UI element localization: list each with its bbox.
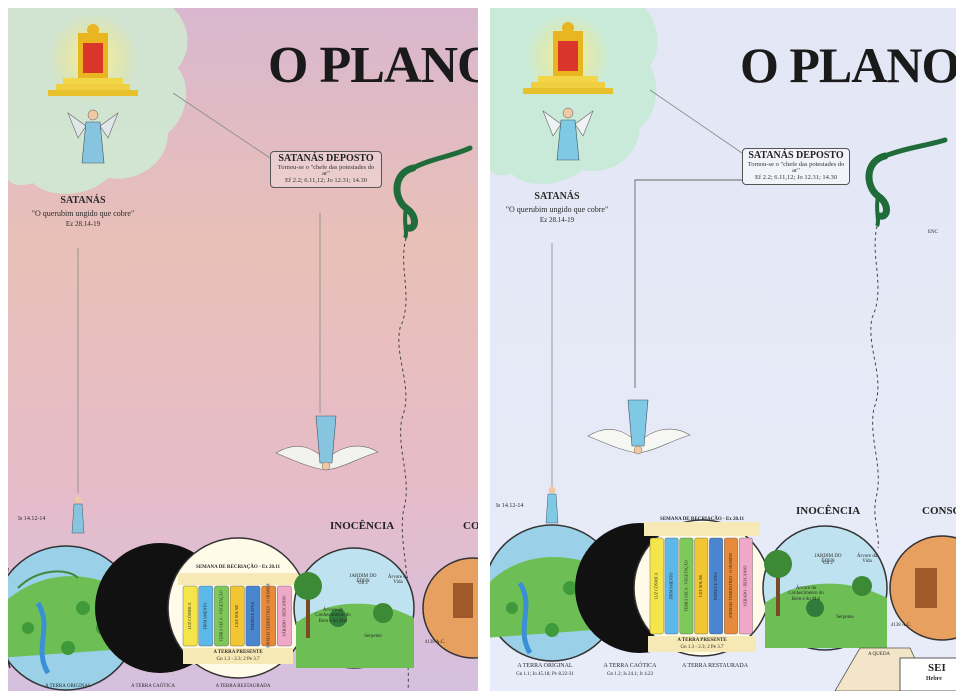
- satan-reference-label: Ez 28.14-19: [18, 221, 148, 228]
- deposed-title: SATANÁS DEPOSTO: [746, 151, 846, 162]
- recreation-day-label: FIRMAMENTO: [668, 572, 673, 599]
- eden-garden-ref: Gn 2: [348, 581, 378, 586]
- recreation-day-label: FIRMAMENTO: [203, 602, 208, 629]
- eden-garden-ref: Gn 2: [813, 561, 843, 566]
- recreation-week-label: SEMANA DE RECRIAÇÃO - Ex 20.11: [644, 517, 760, 522]
- present-earth-label: A TERRA PRESENTE: [188, 650, 288, 655]
- recreation-day-label: TERRA SECA - VEGETAÇÃO: [218, 590, 223, 641]
- recreation-day-label: LUZ CÓSMICA: [654, 572, 659, 599]
- present-earth-refs: Gn 1.3 - 2.3; 2 Pe 3.7: [650, 645, 754, 650]
- satan-reference-label: Ez 28.14-19: [492, 217, 622, 224]
- innocence-heading: INOCÊNCIA: [796, 505, 860, 517]
- fall-label: A QUEDA: [864, 652, 894, 657]
- satan-name-label: SATANÁS: [18, 196, 148, 207]
- recreation-day-label: ANIMAIS TERRESTRES - O HOMEM: [266, 583, 271, 649]
- isaiah-reference-label: Is 14.12-14: [496, 503, 536, 509]
- hebrews-label-partial: Hebre: [926, 676, 956, 682]
- recreation-day-label: LUZ SOLAR: [698, 575, 703, 597]
- recreation-day-label: TERRA SECA - VEGETAÇÃO: [683, 560, 688, 611]
- earth-chaotic-label: A TERRA CAÓTICA: [590, 663, 670, 669]
- present-earth-label: A TERRA PRESENTE: [650, 638, 754, 643]
- satan-deposed-box: SATANÁS DEPOSTO Tornou-se o "chefe das p…: [270, 151, 382, 188]
- earth-restored-label: A TERRA RESTAURADA: [198, 684, 288, 689]
- recreation-day-label: PEIXES E AVES: [250, 602, 255, 630]
- earth-chaotic-label: A TERRA CAÓTICA: [113, 684, 193, 689]
- poster-title: O PLANO D: [740, 36, 956, 94]
- eden-year-label: 4138 A.C.: [420, 640, 450, 645]
- deposed-refs: Ef 2.2; 6.11,12; Jo 12.31; 14.30: [746, 175, 846, 182]
- eden-year-label: 4138 A.C.: [886, 623, 916, 628]
- recreation-days-bars: LUZ CÓSMICA FIRMAMENTO TERRA SECA - VEGETA…: [650, 538, 753, 634]
- earth-original-label: A TERRA ORIGINAL: [500, 663, 590, 669]
- recreation-week-label: SEMANA DE RECRIAÇÃO - Ex 20.11: [184, 565, 292, 570]
- tree-of-life-label: Árvore da Vida: [852, 554, 882, 565]
- enc-label: ENC: [928, 230, 956, 235]
- earth-restored-label: A TERRA RESTAURADA: [670, 663, 760, 669]
- tree-of-life-label: Árvore da Vida: [383, 575, 413, 586]
- conscience-heading-partial: CONSC: [922, 505, 956, 517]
- deposed-refs: Ef 2.2; 6.11,12; Jo 12.31; 14.30: [274, 178, 378, 185]
- isaiah-reference-label: Is 14.12-14: [18, 516, 58, 522]
- earth-original-refs: Gn 1.1; Jo 45.18; Pv 8.22-31: [495, 672, 595, 677]
- conscience-heading-partial: CONS: [463, 520, 478, 532]
- right-poster-panel: LUZ CÓSMICA FIRMAMENTO TERRA SECA - VEGETA…: [490, 8, 956, 691]
- deposed-title: SATANÁS DEPOSTO: [274, 154, 378, 165]
- present-earth-refs: Gn 1.3 - 2.3; 2 Pe 3.7: [188, 657, 288, 662]
- recreation-day-label: SÁBADO - DESCANSO: [743, 565, 748, 606]
- recreation-day-label: LUZ CÓSMICA: [187, 602, 192, 629]
- right-poster-art: LUZ CÓSMICA FIRMAMENTO TERRA SECA - VEGETA…: [490, 8, 956, 691]
- recreation-day-label: PEIXES E AVES: [713, 572, 718, 600]
- earth-original-label: A TERRA ORIGINAL: [28, 684, 108, 689]
- serpent-label: Serpente: [358, 634, 388, 639]
- left-poster-art: LUZ CÓSMICA FIRMAMENTO TERRA SECA - VEGETA…: [8, 8, 478, 691]
- deposed-text: Tornou-se o "chefe das potestades do ar": [274, 165, 378, 179]
- recreation-day-label: LUZ SOLAR: [234, 605, 239, 627]
- tree-knowledge-label: Árvore do Conhecimento do Bem e do Mal: [786, 586, 826, 602]
- recreation-day-label: SÁBADO - DESCANSO: [281, 595, 286, 636]
- recreation-day-label: ANIMAIS TERRESTRES - O HOMEM: [728, 553, 733, 619]
- deposed-text: Tornou-se o "chefe das potestades do ar": [746, 162, 846, 176]
- earth-chaotic-refs: Gn 1.2; Is 24.1; Jr 4.23: [590, 672, 670, 677]
- serpent-label: Serpente: [830, 615, 860, 620]
- tree-knowledge-label: Árvore do Conhecimento do Bem e do Mal: [313, 608, 353, 624]
- poster-title: O PLANO D: [268, 36, 478, 95]
- earth-restored-globe: LUZ CÓSMICA FIRMAMENTO TERRA SECA - VEGETA…: [634, 520, 770, 656]
- satan-deposed-box: SATANÁS DEPOSTO Tornou-se o "chefe das p…: [742, 148, 850, 185]
- recreation-days-bars: LUZ CÓSMICA FIRMAMENTO TERRA SECA - VEGETA…: [183, 583, 292, 649]
- left-poster-panel: LUZ CÓSMICA FIRMAMENTO TERRA SECA - VEGETA…: [8, 8, 478, 691]
- innocence-heading: INOCÊNCIA: [330, 520, 394, 532]
- eden-globe: [294, 548, 414, 668]
- satan-name-label: SATANÁS: [492, 192, 622, 203]
- section-heading-partial: SEI: [928, 662, 946, 674]
- satan-subtitle-label: "O querubim ungido que cobre": [490, 206, 632, 214]
- satan-subtitle-label: "O querubim ungido que cobre": [8, 210, 158, 218]
